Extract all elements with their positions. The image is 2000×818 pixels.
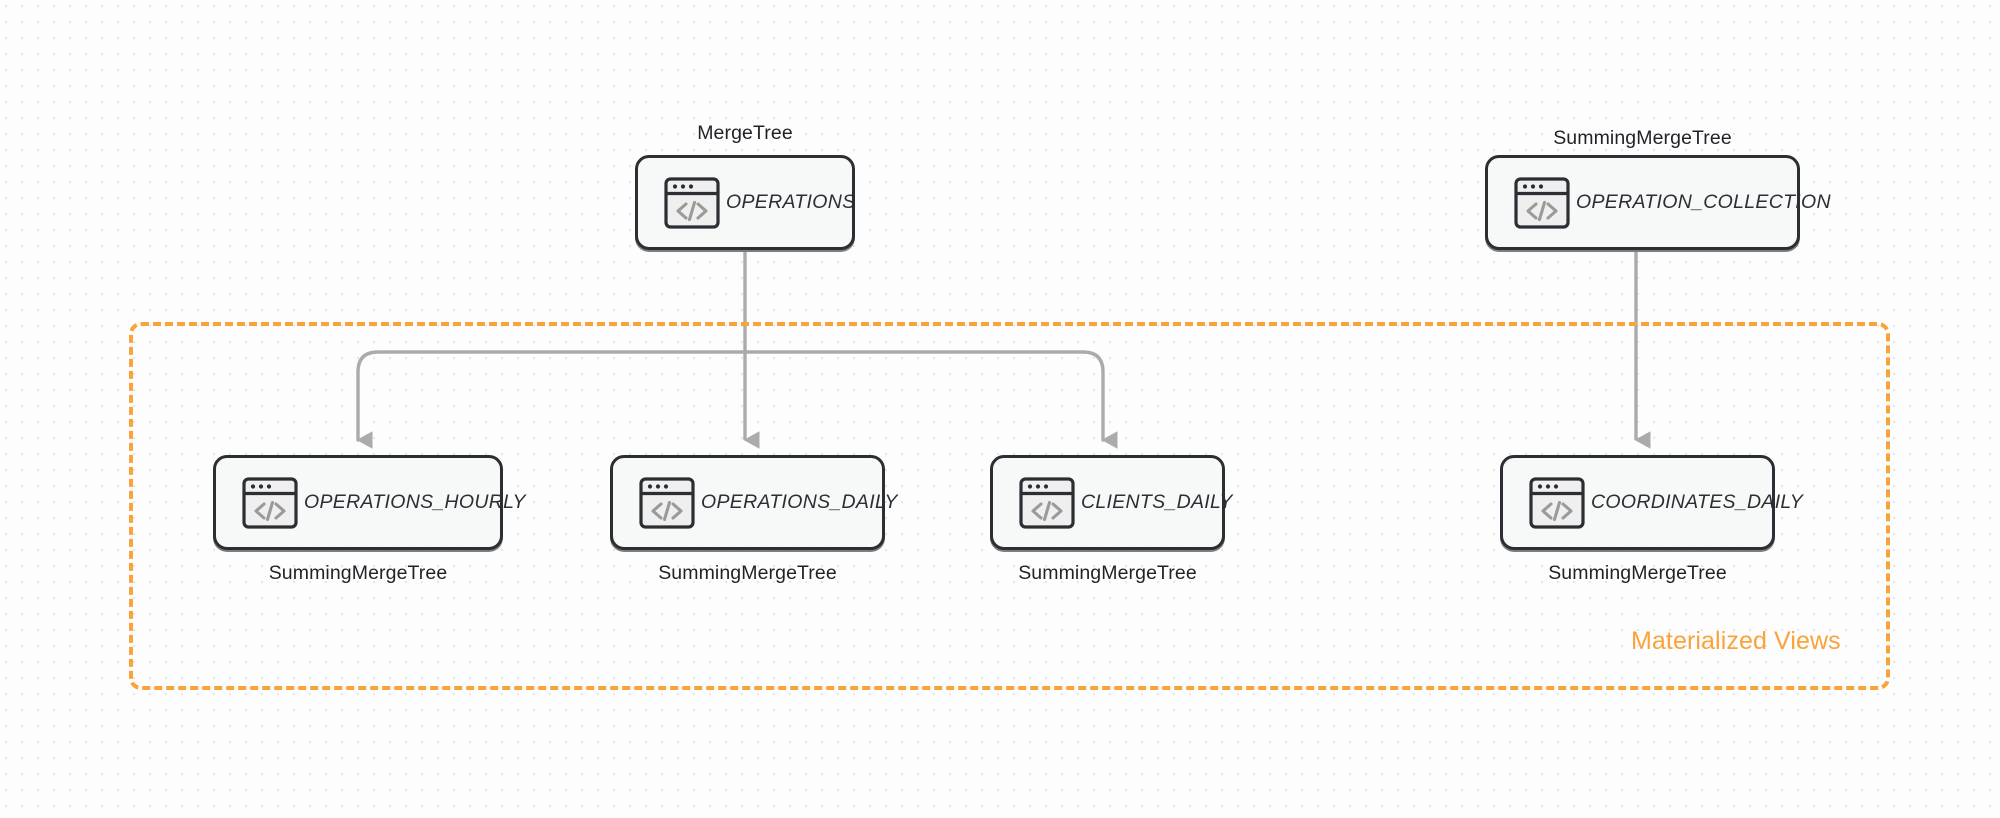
node-clients-daily[interactable]: CLIENTS_DAILY — [990, 455, 1232, 550]
engine-caption-operations-hourly: SummingMergeTree — [268, 562, 448, 584]
materialized-views-group — [129, 322, 1890, 690]
engine-caption-clients-daily: SummingMergeTree — [1018, 562, 1197, 584]
node-label-operation-collection: OPERATION_COLLECTION — [1576, 191, 1831, 213]
node-label-operations-daily: OPERATIONS_DAILY — [701, 491, 898, 513]
node-operations-daily[interactable]: OPERATIONS_DAILY — [610, 455, 897, 550]
code-window-icon — [242, 476, 298, 529]
node-label-operations: OPERATIONS — [726, 191, 856, 213]
node-coordinates-daily[interactable]: COORDINATES_DAILY — [1500, 455, 1803, 550]
engine-caption-operations-daily: SummingMergeTree — [658, 562, 837, 584]
engine-caption-operation-collection: SummingMergeTree — [1553, 127, 1732, 149]
code-window-icon — [664, 176, 720, 229]
code-window-icon — [1019, 476, 1075, 529]
node-label-clients-daily: CLIENTS_DAILY — [1081, 491, 1233, 513]
node-operations-hourly[interactable]: OPERATIONS_HOURLY — [213, 455, 526, 550]
node-operations[interactable]: OPERATIONS — [635, 155, 855, 250]
node-label-operations-hourly: OPERATIONS_HOURLY — [304, 491, 526, 513]
engine-caption-operations: MergeTree — [697, 122, 793, 144]
node-label-coordinates-daily: COORDINATES_DAILY — [1591, 491, 1804, 513]
node-operation-collection[interactable]: OPERATION_COLLECTION — [1485, 155, 1831, 250]
materialized-views-group-label: Materialized Views — [1631, 627, 1841, 655]
code-window-icon — [1514, 176, 1570, 229]
code-window-icon — [1529, 476, 1585, 529]
engine-caption-coordinates-daily: SummingMergeTree — [1548, 562, 1727, 584]
code-window-icon — [639, 476, 695, 529]
